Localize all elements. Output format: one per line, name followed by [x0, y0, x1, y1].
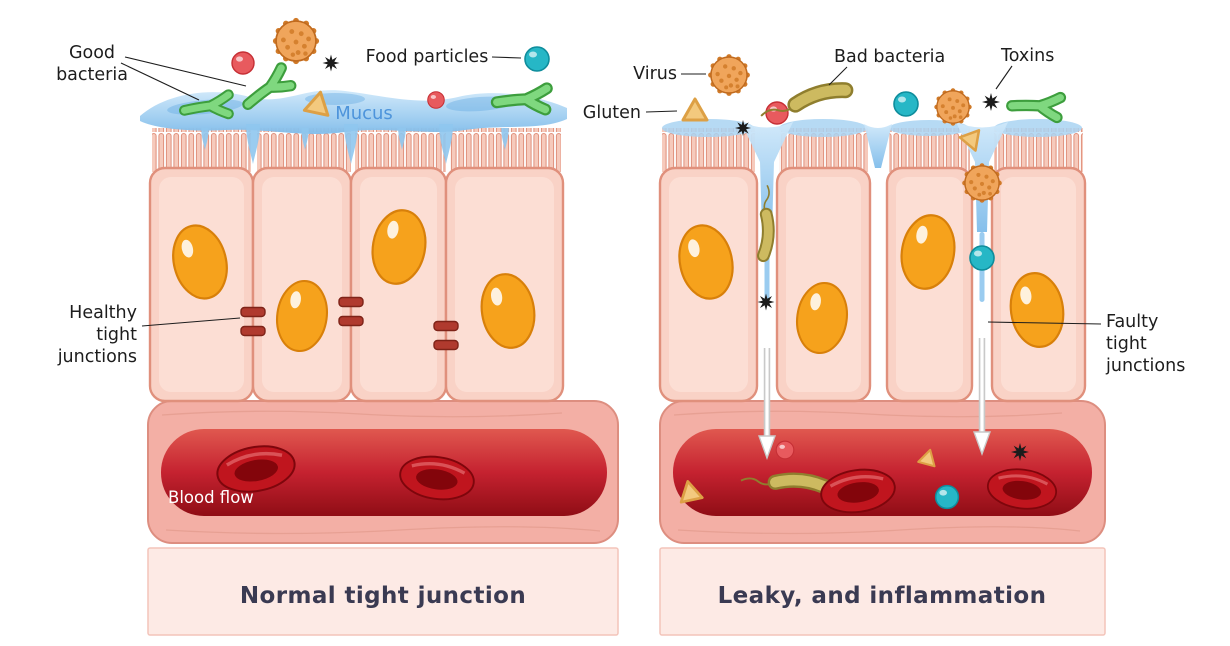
right-labels: Virus Gluten Bad bacteria Toxins Faulty … — [583, 46, 1186, 376]
pointer-line — [645, 110, 678, 113]
food-particle-icon — [934, 484, 960, 510]
pointer-line — [124, 56, 247, 87]
healthy-junctions-label-line1: Healthy — [69, 303, 137, 323]
leak-arrows — [758, 338, 991, 461]
red-particle-icon — [231, 51, 255, 75]
toxins-label: Toxins — [1000, 46, 1054, 66]
toxin-icon — [1011, 443, 1029, 461]
faulty-junctions-label-line1: Faulty — [1106, 312, 1158, 332]
pointer-line — [995, 65, 1013, 90]
faulty-junctions-label-line3: junctions — [1105, 356, 1185, 376]
right-caption: Leaky, and inflammation — [718, 583, 1047, 609]
mucus-patch — [662, 119, 754, 137]
label-bad-bacteria: Bad bacteria — [828, 47, 945, 86]
tight-junction — [240, 325, 266, 337]
pointer-line — [828, 66, 848, 86]
good-bacteria-label-line1: Good — [69, 43, 115, 63]
label-faulty-junctions: Faulty tight junctions — [987, 312, 1185, 376]
toxin-icon — [757, 293, 775, 311]
toxin-icon — [982, 93, 1000, 111]
left-caption: Normal tight junction — [240, 583, 526, 609]
label-toxins: Toxins — [995, 46, 1054, 90]
arrow-down — [758, 348, 776, 461]
left-labels: Good bacteria Food particles Mucus Healt… — [56, 43, 522, 367]
label-food-particles: Food particles — [366, 47, 522, 67]
tight-junction — [433, 339, 459, 351]
right-caption-band — [659, 547, 1106, 636]
mucus-drip — [439, 124, 453, 164]
pointer-line — [987, 321, 1102, 325]
red-particle-icon — [427, 91, 445, 109]
gluten-label: Gluten — [583, 103, 641, 123]
healthy-junctions-label-line2: tight — [96, 325, 137, 345]
left-epithelium — [148, 166, 565, 403]
food-particle-icon — [969, 245, 995, 271]
vessel-wall-line — [677, 526, 1081, 535]
mucus-patch — [994, 119, 1082, 137]
toxin-icon — [322, 54, 340, 72]
arrow-down — [973, 338, 991, 457]
left-blood-vessel: Blood flow — [147, 400, 619, 544]
vessel-wall-line — [673, 410, 1063, 418]
mucus-label: Mucus — [335, 103, 393, 124]
left-caption-band — [147, 547, 619, 636]
food-particle-icon — [893, 91, 919, 117]
mucus-funnel — [741, 122, 793, 232]
right-blood-vessel — [659, 400, 1106, 544]
mucus-patch — [779, 119, 867, 137]
label-gluten: Gluten — [583, 103, 678, 123]
healthy-junctions-label-line3: junctions — [57, 347, 137, 367]
vessel-wall-line — [161, 410, 563, 418]
mucus-drip — [246, 124, 260, 164]
mucus-funnel — [864, 124, 892, 168]
pointer-line — [141, 317, 241, 327]
tight-junction — [240, 306, 266, 318]
right-epithelium — [658, 166, 1087, 403]
pointer-line — [120, 62, 200, 101]
red-particle-icon — [775, 440, 795, 460]
food-particles-label: Food particles — [366, 47, 489, 67]
blood-flow-label: Blood flow — [168, 488, 254, 507]
right-microvilli — [662, 128, 1083, 172]
tight-junction — [433, 320, 459, 332]
red-particle-icon — [765, 101, 789, 125]
right-panel: Virus Gluten Bad bacteria Toxins Faulty … — [583, 46, 1186, 636]
label-healthy-junctions: Healthy tight junctions — [57, 303, 241, 367]
vessel-wall-line — [165, 526, 601, 535]
faulty-junctions-label-line2: tight — [1106, 334, 1147, 354]
good-bacteria-label-line2: bacteria — [56, 65, 128, 85]
toxin-icon — [735, 120, 751, 136]
tight-junction — [338, 296, 364, 308]
microvilli — [152, 128, 251, 172]
left-panel: Blood flow — [56, 17, 619, 636]
food-particle-icon — [524, 46, 550, 72]
tight-junction — [338, 315, 364, 327]
mucus-drip — [344, 124, 358, 164]
virus-label: Virus — [633, 64, 677, 84]
pointer-line — [491, 56, 522, 59]
label-good-bacteria: Good bacteria — [56, 43, 247, 101]
label-virus: Virus — [633, 64, 706, 84]
bad-bacteria-label: Bad bacteria — [834, 47, 945, 67]
mucus-patch — [889, 120, 969, 136]
